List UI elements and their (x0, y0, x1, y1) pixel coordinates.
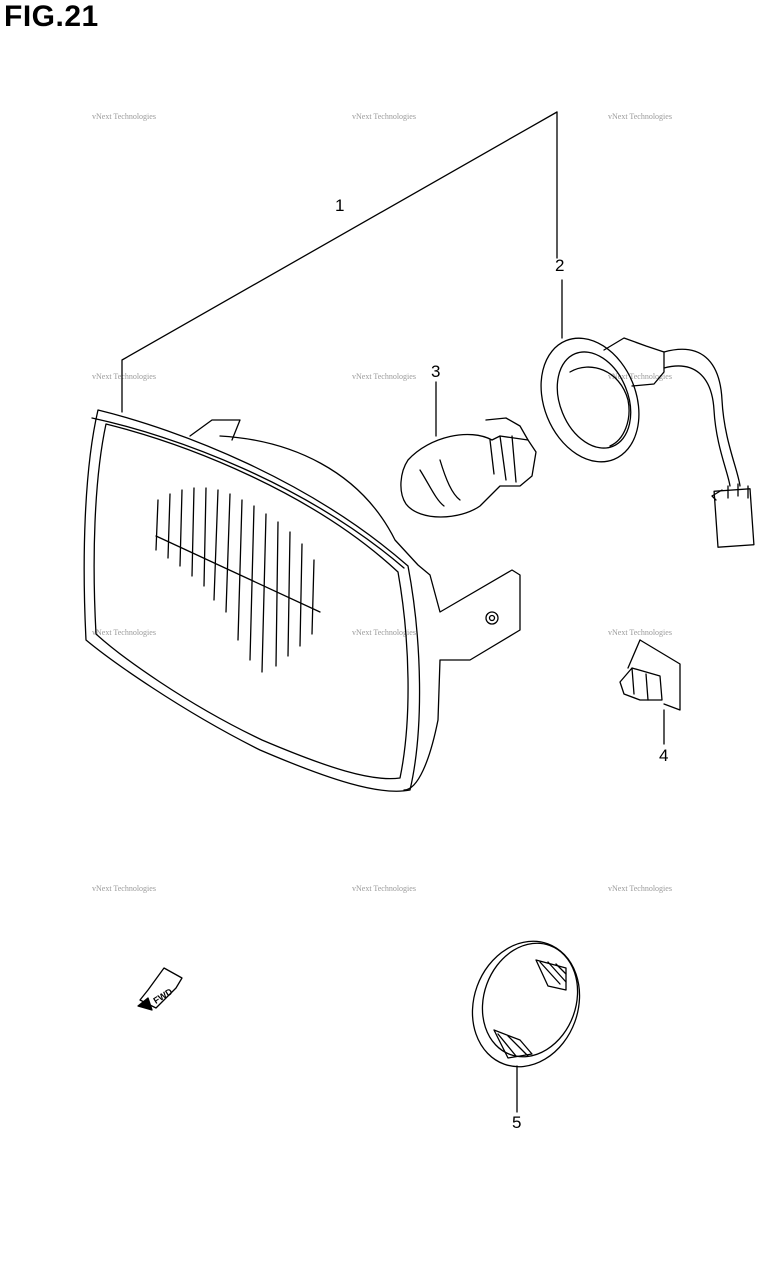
watermark: vNext Technologies (608, 372, 672, 381)
watermark: vNext Technologies (352, 884, 416, 893)
callout-1: 1 (335, 196, 345, 215)
callout-4: 4 (659, 746, 669, 765)
callout-3: 3 (431, 362, 441, 381)
callout-2: 2 (555, 256, 565, 275)
figure-title: FIG.21 (4, 0, 99, 33)
socket-harness-part (540, 337, 755, 548)
leader-line-1 (121, 111, 558, 413)
clip-part (619, 639, 681, 711)
headlight-unit (83, 409, 521, 792)
callout-5: 5 (512, 1113, 522, 1132)
watermark: vNext Technologies (608, 884, 672, 893)
watermark: vNext Technologies (352, 112, 416, 121)
fwd-arrow-icon (137, 967, 183, 1011)
watermark: vNext Technologies (352, 372, 416, 381)
watermark: vNext Technologies (92, 372, 156, 381)
watermark: vNext Technologies (608, 628, 672, 637)
watermark: vNext Technologies (352, 628, 416, 637)
watermark: vNext Technologies (92, 628, 156, 637)
watermark: vNext Technologies (92, 112, 156, 121)
bulb-part (400, 417, 537, 518)
reflector-part (471, 940, 581, 1068)
watermark: vNext Technologies (608, 112, 672, 121)
watermark: vNext Technologies (92, 884, 156, 893)
